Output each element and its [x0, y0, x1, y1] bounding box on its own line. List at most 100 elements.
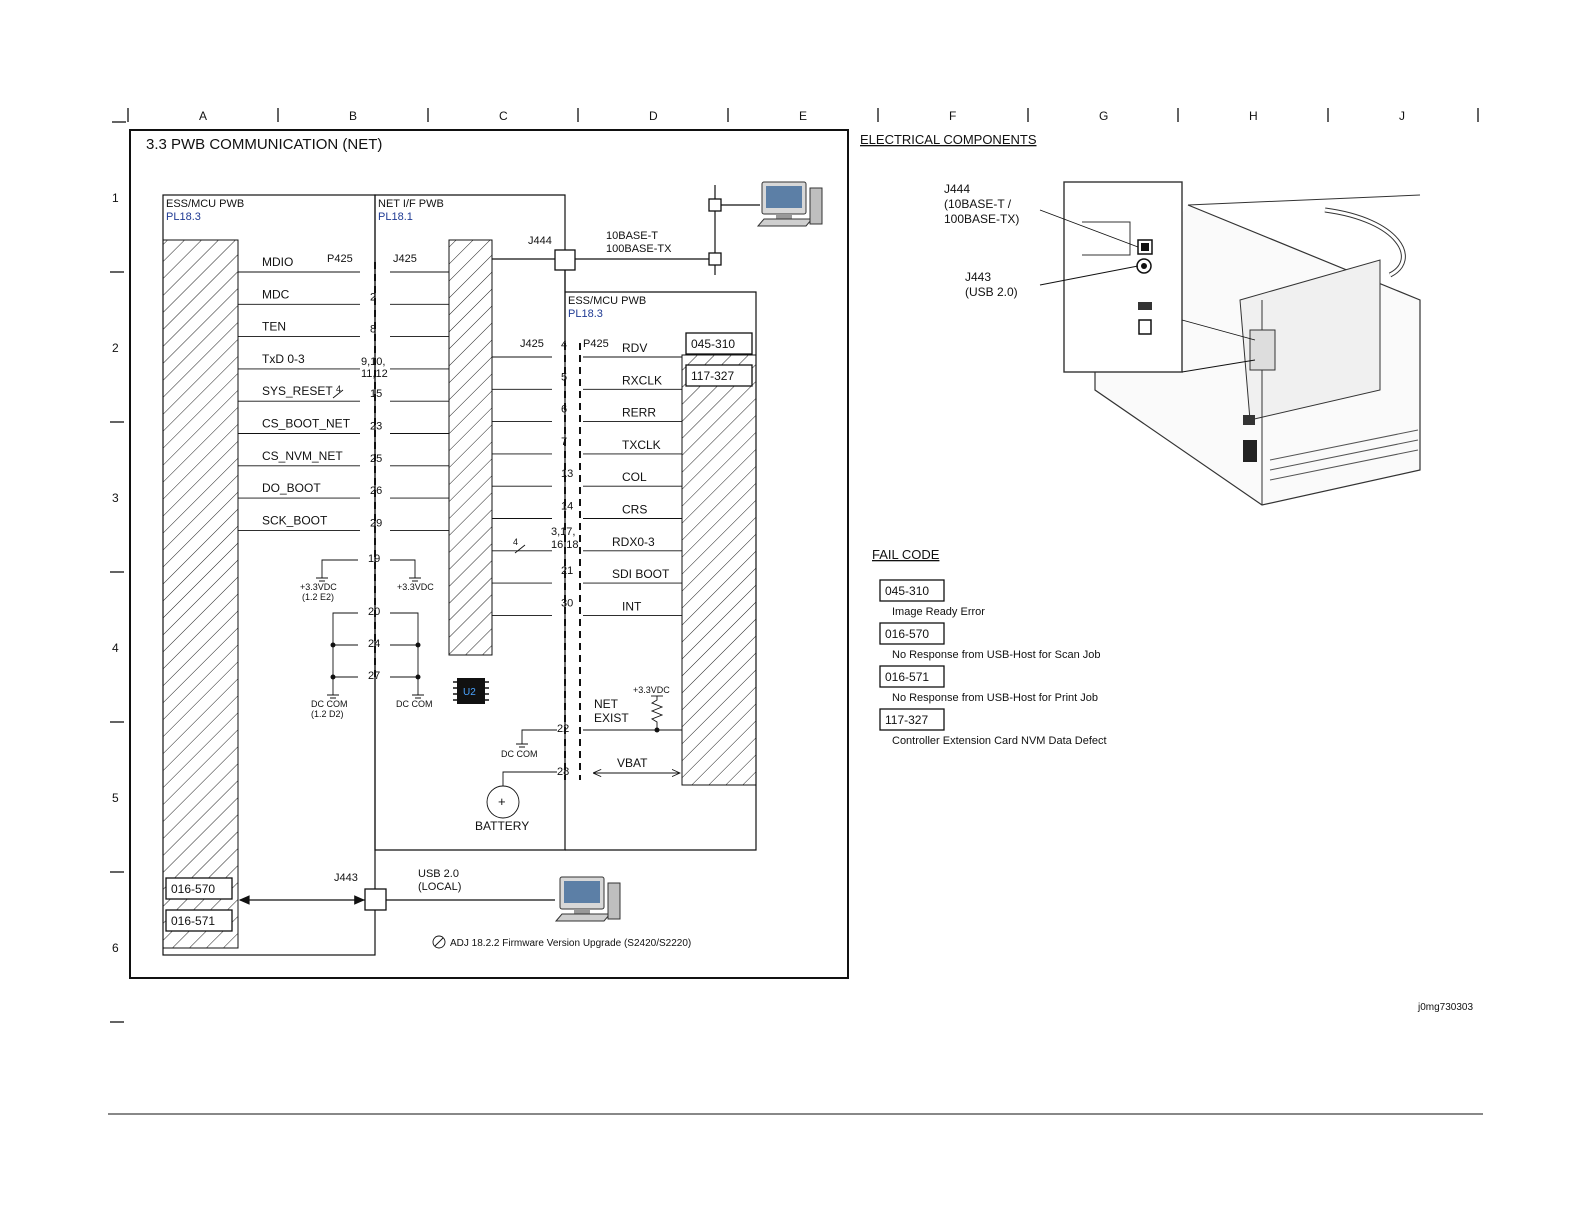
image-id: j0mg730303	[1417, 1002, 1473, 1013]
signal-label: SYS_RESET	[262, 384, 333, 398]
svg-text:016-570: 016-570	[171, 882, 215, 896]
signal-label: CS_NVM_NET	[262, 449, 343, 463]
j425-left-label: J425	[393, 253, 417, 265]
port-icon	[1138, 302, 1152, 310]
network-node-2	[708, 252, 722, 266]
junction-dot	[330, 642, 336, 648]
ess-mcu-pwb-right-hatch	[681, 354, 757, 786]
dc-com-left-label: DC COM	[311, 699, 348, 709]
wire-33v-left	[321, 559, 358, 578]
connector-detail-inset	[1063, 181, 1183, 373]
fail-code-box	[879, 622, 945, 645]
battery-symbol	[486, 785, 520, 819]
bus-width-left: 4	[336, 384, 341, 394]
svg-text:016-571: 016-571	[171, 914, 215, 928]
pin-27: 27	[368, 670, 380, 682]
pin-number: 2	[370, 291, 376, 303]
fail-code-value: 016-571	[885, 670, 929, 684]
fail-code-value: 117-327	[885, 713, 928, 727]
ess-right-name: ESS/MCU PWB	[568, 295, 646, 307]
pin-number: 26	[370, 485, 382, 497]
signal-label: MDIO	[262, 255, 293, 269]
grid-column-label: B	[349, 109, 357, 123]
pin-22: 22	[557, 723, 569, 735]
signal-label: DO_BOOT	[262, 481, 321, 495]
fail-code-value: 045-310	[885, 584, 929, 598]
grid-column-label: F	[949, 109, 956, 123]
fail-code-description: Image Ready Error	[892, 606, 985, 618]
j444-comp-label-1: J444	[944, 182, 970, 196]
fail-code-box	[879, 665, 945, 688]
pin-number: 15	[370, 388, 382, 400]
signal-label: MDC	[262, 287, 290, 301]
battery-label: BATTERY	[475, 819, 529, 833]
pin-number: 7	[561, 436, 567, 448]
signal-label: RXCLK	[622, 373, 662, 387]
pin-20: 20	[368, 606, 380, 618]
bus-slash-left	[332, 389, 344, 399]
electrical-components-heading: ELECTRICAL COMPONENTS	[860, 132, 1037, 147]
fail-code-box	[879, 708, 945, 731]
adj-icon	[432, 935, 446, 949]
grid-column-label: C	[499, 109, 508, 123]
j443-comp-label-1: J443	[965, 270, 991, 284]
battery-plus: +	[498, 794, 506, 809]
pin-28: 28	[557, 766, 569, 778]
pin-number: 23	[370, 421, 382, 433]
grid-column-label: D	[649, 109, 658, 123]
j443-label: J443	[334, 872, 358, 884]
pin-24: 24	[368, 638, 380, 650]
pin-number: 25	[370, 453, 382, 465]
wire-dc-com-left	[332, 612, 358, 695]
pin-number: 13	[561, 468, 573, 480]
junction-dot	[415, 674, 421, 680]
fail-tag-045-310	[685, 332, 753, 355]
ess-mcu-pwb-left-hatch	[162, 239, 239, 949]
net-if-pwb-hatch	[448, 239, 493, 656]
usb-computer-icon	[554, 876, 621, 922]
dc-com-left-ref: (1.2 D2)	[311, 709, 344, 719]
bus-width-right: 4	[513, 537, 518, 547]
right-signal-rows: RDV4RXCLK5RERR6TXCLK7COL13CRS14RDX0-33,1…	[492, 339, 682, 616]
fail-tag-117-327	[685, 364, 753, 387]
j443-connector	[364, 888, 387, 911]
wire-33v-mid	[390, 559, 416, 578]
network-computer-icon	[756, 181, 823, 227]
ess-right-ref: PL18.3	[568, 308, 603, 320]
network-label-2: 100BASE-TX	[606, 243, 672, 255]
net-if-name: NET I/F PWB	[378, 198, 444, 210]
signal-label: CS_BOOT_NET	[262, 417, 351, 431]
grid-row-label: 3	[112, 491, 119, 505]
dc-com-left-symbol	[327, 694, 339, 699]
j425-right-label: J425	[520, 338, 544, 350]
usb-label-1: USB 2.0	[418, 868, 459, 880]
pin-number: 30	[561, 597, 573, 609]
grid-column-label: J	[1399, 109, 1405, 123]
pin-number: 11,12	[361, 368, 388, 380]
network-label-1: 10BASE-T	[606, 230, 658, 242]
j444-comp-label-2: (10BASE-T /	[944, 197, 1012, 211]
pin-number: 5	[561, 371, 567, 383]
j444-connector	[554, 249, 576, 271]
wire-dc-com-mid	[390, 612, 419, 695]
wire-battery	[502, 771, 557, 786]
fail-code-heading: FAIL CODE	[872, 547, 940, 562]
signal-label: COL	[622, 470, 647, 484]
fail-code-description: No Response from USB-Host for Scan Job	[892, 649, 1100, 661]
signal-label: RERR	[622, 406, 656, 420]
signal-label: TXCLK	[622, 438, 661, 452]
pin-number: 3,17,	[551, 526, 575, 538]
dc-com-mid-symbol	[412, 694, 424, 699]
diagram-title: 3.3 PWB COMMUNICATION (NET)	[146, 136, 382, 153]
pin-number: 29	[370, 517, 382, 529]
signal-label: INT	[622, 599, 642, 613]
grid-row-label: 5	[112, 791, 119, 805]
pin-number: 14	[561, 501, 573, 513]
pullup-resistor	[650, 696, 664, 730]
pin-number: 9,10,	[361, 356, 385, 368]
net-exist-label-1: NET	[594, 697, 619, 711]
signal-label: TxD 0-3	[262, 352, 305, 366]
